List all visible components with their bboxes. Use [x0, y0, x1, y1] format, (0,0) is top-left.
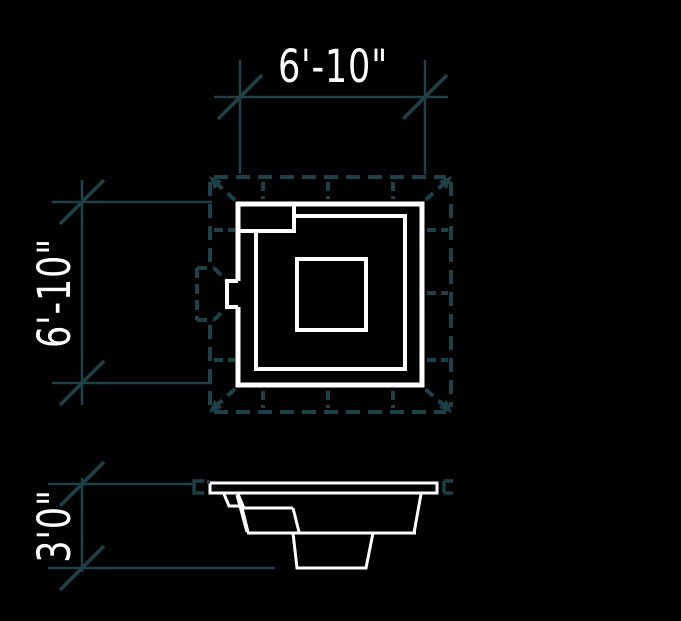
corner-miter-arrow-bottom-left: [209, 399, 223, 413]
corner-miter-line-top-left: [213, 180, 238, 203]
dimension-left: 6'-10": [28, 178, 212, 407]
dimension-label-plan-height: 6'-10": [28, 238, 80, 348]
skimmer-notch: [225, 279, 238, 309]
dimension-tick-depth-bottom: [58, 544, 106, 592]
section-view: [192, 479, 453, 570]
spa-shell-outline: [235, 201, 425, 388]
dimension-label-plan-width: 6'-10": [278, 40, 388, 92]
tile-border-dashed-outline: [208, 175, 453, 414]
dimension-tick-left-top: [58, 178, 106, 226]
footwell-profile: [291, 532, 375, 570]
bench-seat-outline: [254, 214, 407, 371]
corner-miter-arrow-bottom-right: [438, 399, 452, 413]
tile-joint-ticks: [214, 182, 448, 408]
corner-miter-line-bottom-right: [422, 386, 448, 409]
dimension-label-section-depth: 3'0": [28, 489, 80, 563]
plan-view: [195, 175, 453, 414]
footwell-outline: [295, 257, 368, 332]
dimension-tick-depth-top: [58, 460, 106, 508]
coping-slab: [208, 481, 439, 495]
dimension-tick-top-left: [216, 73, 264, 121]
dimension-tick-left-bottom: [58, 359, 106, 407]
corner-miter-arrow-top-left: [209, 176, 223, 190]
coping-edge-left-dashed: [192, 479, 210, 495]
dimension-tick-top-right: [401, 73, 449, 121]
corner-miter-line-top-right: [422, 180, 448, 203]
right-wall-line: [412, 493, 423, 534]
skimmer-throat: [222, 493, 246, 508]
corner-miter-line-bottom-left: [213, 386, 238, 409]
corner-miter-arrow-top-right: [438, 176, 452, 190]
coping-edge-right-dashed: [442, 479, 453, 495]
seat-profile: [240, 506, 301, 533]
dimension-depth: 3'0": [28, 460, 275, 592]
skimmer-bumpout-dashed: [195, 266, 228, 322]
entry-step-box: [238, 204, 296, 233]
dimension-top: 6'-10": [214, 40, 449, 174]
